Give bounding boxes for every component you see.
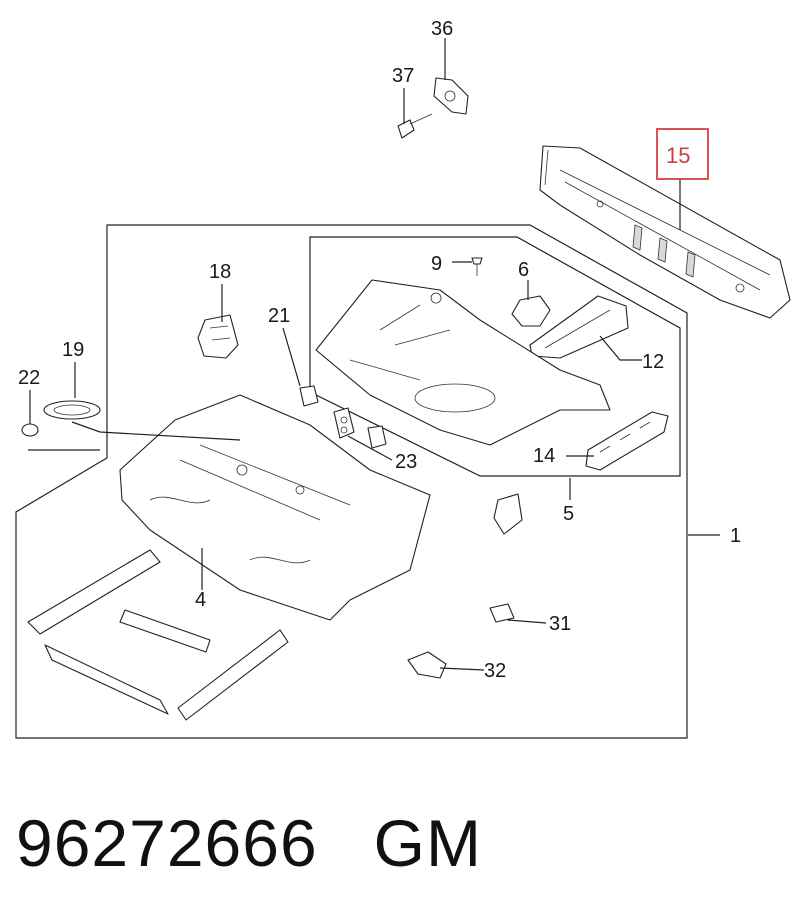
callout-32: 32 bbox=[484, 660, 506, 682]
part-unlabeled-bracket[interactable] bbox=[493, 493, 523, 535]
part-15-rear-panel[interactable] bbox=[539, 145, 791, 319]
part-23-bumper[interactable] bbox=[333, 407, 387, 449]
part-4-side-rails[interactable] bbox=[27, 549, 289, 721]
callout-37: 37 bbox=[392, 65, 414, 87]
leader-lines bbox=[28, 38, 720, 671]
callout-21: 21 bbox=[268, 305, 290, 327]
highlight-box bbox=[656, 128, 709, 180]
part-19-plug[interactable] bbox=[43, 400, 101, 420]
footer-caption: 96272666 GM bbox=[16, 788, 796, 898]
assembly-frame-1 bbox=[15, 224, 688, 739]
part-22-plug[interactable] bbox=[21, 423, 39, 437]
callout-12: 12 bbox=[642, 351, 664, 373]
callout-9: 9 bbox=[431, 253, 442, 275]
callout-4: 4 bbox=[195, 589, 206, 611]
callout-22: 22 bbox=[18, 367, 40, 389]
part-5-trunk-floor[interactable] bbox=[315, 279, 611, 446]
brand-name: GM bbox=[373, 806, 482, 880]
callout-1: 1 bbox=[730, 525, 741, 547]
callout-6: 6 bbox=[518, 259, 529, 281]
callout-15[interactable]: 15 bbox=[666, 143, 690, 168]
part-18-bracket[interactable] bbox=[197, 314, 239, 359]
callout-5: 5 bbox=[563, 503, 574, 525]
callout-19: 19 bbox=[62, 339, 84, 361]
callout-36: 36 bbox=[431, 18, 453, 40]
callout-31: 31 bbox=[549, 613, 571, 635]
part-32-bracket[interactable] bbox=[407, 651, 447, 679]
part-9-screw[interactable] bbox=[471, 257, 483, 276]
parts-diagram: 36 37 15 18 19 22 21 9 6 12 23 14 5 1 4 … bbox=[15, 18, 791, 739]
part-6-bracket[interactable] bbox=[511, 295, 551, 327]
callout-14: 14 bbox=[533, 445, 555, 467]
part-14-reinforcement[interactable] bbox=[585, 411, 669, 471]
part-21-pad[interactable] bbox=[299, 385, 319, 407]
part-4-floor-pan[interactable] bbox=[119, 394, 431, 621]
part-36-bracket[interactable] bbox=[433, 77, 469, 115]
part-37-bolt[interactable] bbox=[397, 113, 433, 139]
callout-23: 23 bbox=[395, 451, 417, 473]
part-31-clip[interactable] bbox=[489, 603, 515, 623]
part-number: 96272666 bbox=[16, 806, 318, 880]
callout-18: 18 bbox=[209, 261, 231, 283]
